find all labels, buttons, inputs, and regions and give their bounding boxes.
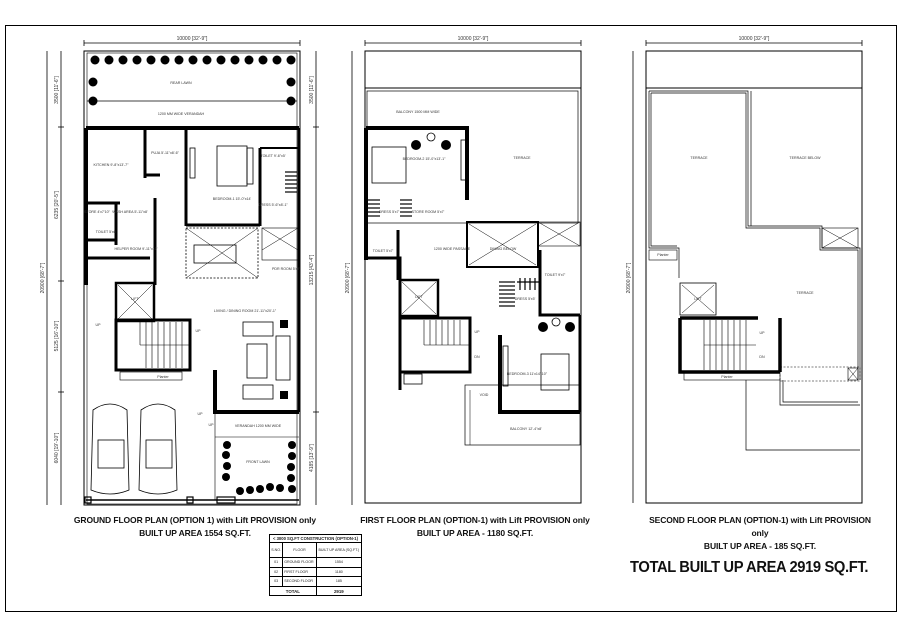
label-wash-area: WASH AREA 5'-11"x8' (112, 210, 148, 214)
ground-overall-dim: 20900 [68'-7"] (40, 262, 46, 293)
first-floor-plan (351, 40, 582, 505)
ground-floor-title: GROUND FLOOR PLAN (OPTION 1) with Lift P… (73, 515, 317, 525)
ground-right-dim-2: 13215 [43'-4"] (309, 254, 315, 285)
row-floor: FIRST FLOOR (282, 566, 317, 578)
label-store-room: STORE ROOM 5'x7' (412, 210, 445, 214)
label-dining-below: DINING BELOW (490, 247, 517, 251)
total-value: 2919 (315, 585, 363, 597)
label-terrace-below: TERRACE BELOW (789, 156, 821, 160)
label-lift-ground: LIFT (131, 297, 139, 301)
label-toilet: TOILET 9'-6"x5' (260, 154, 285, 158)
label-balcony-front: BALCONY 12'-4"x8' (510, 427, 542, 431)
ground-left-dim-4: 6040 [19'-10"] (54, 432, 60, 463)
second-overall-dim: 20900 [68'-7"] (626, 262, 632, 293)
area-table-header-sno: S.NO. (268, 542, 284, 558)
drawing-sheet-border (5, 25, 897, 612)
label-balcony-rear: BALCONY 1500 MM WIDE (396, 110, 440, 114)
label-toilet-small: TOILET 5'x6' (96, 230, 117, 234)
label-terrace-left: TERRACE (690, 156, 708, 160)
label-toilet-first-1: TOILET 5'x7' (373, 249, 394, 253)
second-floor-area: BUILT UP AREA - 185 SQ.FT. (703, 541, 817, 551)
room-labels: 10000 [32'-9"] REAR LAWN 1200 MM WIDE VE… (84, 36, 821, 464)
label-bedroom-3: BEDROOM-3 11'x14'-10" (507, 372, 548, 376)
label-dress-first: DRESS 5'x7' (379, 210, 400, 214)
label-up-first: UP (475, 330, 481, 334)
label-bedroom-2: BEDROOM-2 15'-0"x13'-1" (403, 157, 447, 161)
table-total-row: TOTAL 2919 (269, 585, 363, 597)
first-floor-title: FIRST FLOOR PLAN (OPTION-1) with Lift PR… (360, 515, 590, 525)
label-dress: DRESS 5'-6"x8'-1" (258, 203, 288, 207)
first-floor-area: BUILT UP AREA - 1180 SQ.FT. (416, 528, 534, 538)
label-rear-lawn: REAR LAWN (170, 81, 192, 85)
ground-left-dim-3: 5125 [16'-10"] (54, 320, 60, 351)
row-floor: SECOND FLOOR (282, 576, 317, 587)
label-toilet-first-2: TOILET 9'x7' (545, 273, 566, 277)
label-planter-second-top: Planter (657, 253, 669, 257)
first-overall-dim: 20900 [68'-7"] (345, 262, 351, 293)
row-area: 1554 (315, 557, 363, 568)
first-width-dim: 10000 [32'-9"] (458, 36, 489, 42)
row-sno: 01 (268, 557, 284, 568)
row-sno: 02 (268, 566, 284, 578)
label-dress-first-2: DRESS 5'x5' (515, 297, 536, 301)
ground-right-dim-3: 4185 [13'-9"] (309, 443, 315, 472)
label-powder-room: PDR ROOM 5'x9' (272, 267, 300, 271)
label-front-lawn: FRONT LAWN (246, 460, 270, 464)
ground-right-dim-1: 3500 [11'-6"] (309, 76, 315, 104)
label-dn-first: DN (474, 355, 480, 359)
label-passage: 1200 WIDE PASSAGE (434, 247, 471, 251)
ground-floor-caption: GROUND FLOOR PLAN (OPTION 1) with Lift P… (70, 514, 320, 540)
area-table-title: < 3000 SQ.FT CONSTRUCTION (OPTION-1) (269, 534, 362, 543)
label-terrace-right: TERRACE (796, 291, 814, 295)
label-up-ground-4: UP (209, 423, 215, 427)
label-store: STORE 4'x7'10" (84, 210, 110, 214)
label-up-ground-1: UP (96, 323, 102, 327)
ground-floor-area: BUILT UP AREA 1554 SQ.FT. (139, 528, 251, 538)
second-floor-plan (632, 40, 863, 504)
label-front-verandah: VERANDAH 1200 MM WIDE (235, 424, 282, 428)
label-kitchen: KITCHEN 9'-8"x13'-7" (94, 163, 130, 167)
ground-floor-plan (46, 40, 319, 506)
label-living-dining: LIVING / DINING ROOM 21'-11"x20'-1" (214, 309, 277, 313)
ground-width-dim: 10000 [32'-9"] (177, 36, 208, 42)
second-width-dim: 10000 [32'-9"] (739, 36, 770, 42)
label-planter-ground: Planter (157, 375, 169, 379)
dimension-labels: 3500 [11'-6"] 6235 [20'-5"] 5125 [16'-10… (40, 76, 632, 472)
label-helper-room: HELPER ROOM 9'-11"x10' (115, 247, 158, 251)
second-floor-caption: SECOND FLOOR PLAN (OPTION-1) with Lift P… (640, 514, 880, 553)
built-up-area-table: < 3000 SQ.FT CONSTRUCTION (OPTION-1) S.N… (268, 534, 363, 597)
label-planter-second-bottom: Planter (721, 375, 733, 379)
total-built-up-area: TOTAL BUILT UP AREA 2919 SQ.FT. (630, 559, 869, 576)
label-up-ground-2: UP (196, 329, 202, 333)
first-floor-caption: FIRST FLOOR PLAN (OPTION-1) with Lift PR… (355, 514, 595, 540)
row-sno: 03 (268, 576, 284, 587)
label-dn-second: DN (759, 355, 765, 359)
label-void: VOID (480, 393, 489, 397)
row-area: 1180 (315, 566, 363, 578)
second-floor-title: SECOND FLOOR PLAN (OPTION-1) with Lift P… (649, 515, 871, 538)
label-bedroom-1: BEDROOM-1 15'-0"x14' (213, 197, 252, 201)
label-up-ground-3: UP (198, 412, 204, 416)
label-terrace-first: TERRACE (513, 156, 531, 160)
row-area: 185 (315, 576, 363, 587)
table-row: 03 SECOND FLOOR 185 (268, 576, 363, 587)
label-verandah: 1200 MM WIDE VERANDAH (158, 112, 205, 116)
label-up-second: UP (760, 331, 766, 335)
ground-left-dim-2: 6235 [20'-5"] (54, 190, 60, 219)
table-row: 01 GROUND FLOOR 1554 (268, 557, 363, 568)
area-table-header-floor: FLOOR (282, 542, 317, 558)
total-label: TOTAL (269, 585, 317, 597)
label-puja: PUJA 5'-11"x8'-6" (151, 151, 180, 155)
area-table-header-area: BUILT UP AREA (SQ.FT.) (315, 542, 363, 558)
row-floor: GROUND FLOOR (282, 557, 317, 568)
ground-left-dim-1: 3500 [11'-6"] (54, 76, 60, 104)
label-lift-second: LIFT (694, 297, 702, 301)
label-lift-first: LIFT (415, 295, 423, 299)
table-row: 02 FIRST FLOOR 1180 (268, 566, 363, 578)
